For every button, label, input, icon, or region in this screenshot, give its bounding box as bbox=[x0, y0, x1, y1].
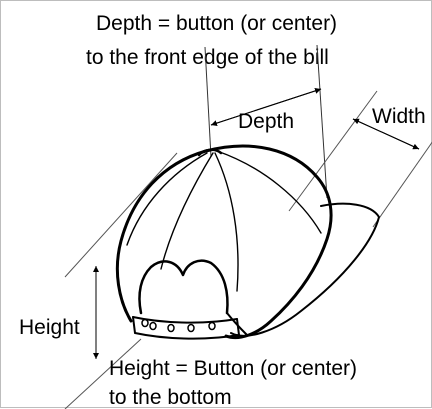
depth-arrow-reverse bbox=[210, 88, 322, 126]
width-guide-line-right bbox=[372, 141, 432, 228]
width-guide-line-left bbox=[288, 90, 378, 212]
depth-label: Depth bbox=[238, 110, 294, 133]
width-arrow-reverse bbox=[352, 118, 420, 150]
height-guide-line-top bbox=[64, 152, 178, 278]
width-label: Width bbox=[372, 105, 426, 128]
bottom-caption-line2: to the bottom bbox=[109, 386, 232, 409]
top-caption-line1: Depth = button (or center) bbox=[96, 12, 337, 35]
top-caption-line2: to the front edge of the bill bbox=[86, 46, 329, 69]
depth-guide-line-bill bbox=[316, 44, 328, 199]
height-label: Height bbox=[19, 316, 80, 339]
bottom-caption-line1: Height = Button (or center) bbox=[109, 357, 357, 380]
baseball-cap-illustration bbox=[115, 144, 380, 340]
depth-guide-line-button bbox=[204, 46, 212, 158]
height-guide-line-bottom bbox=[64, 338, 142, 409]
